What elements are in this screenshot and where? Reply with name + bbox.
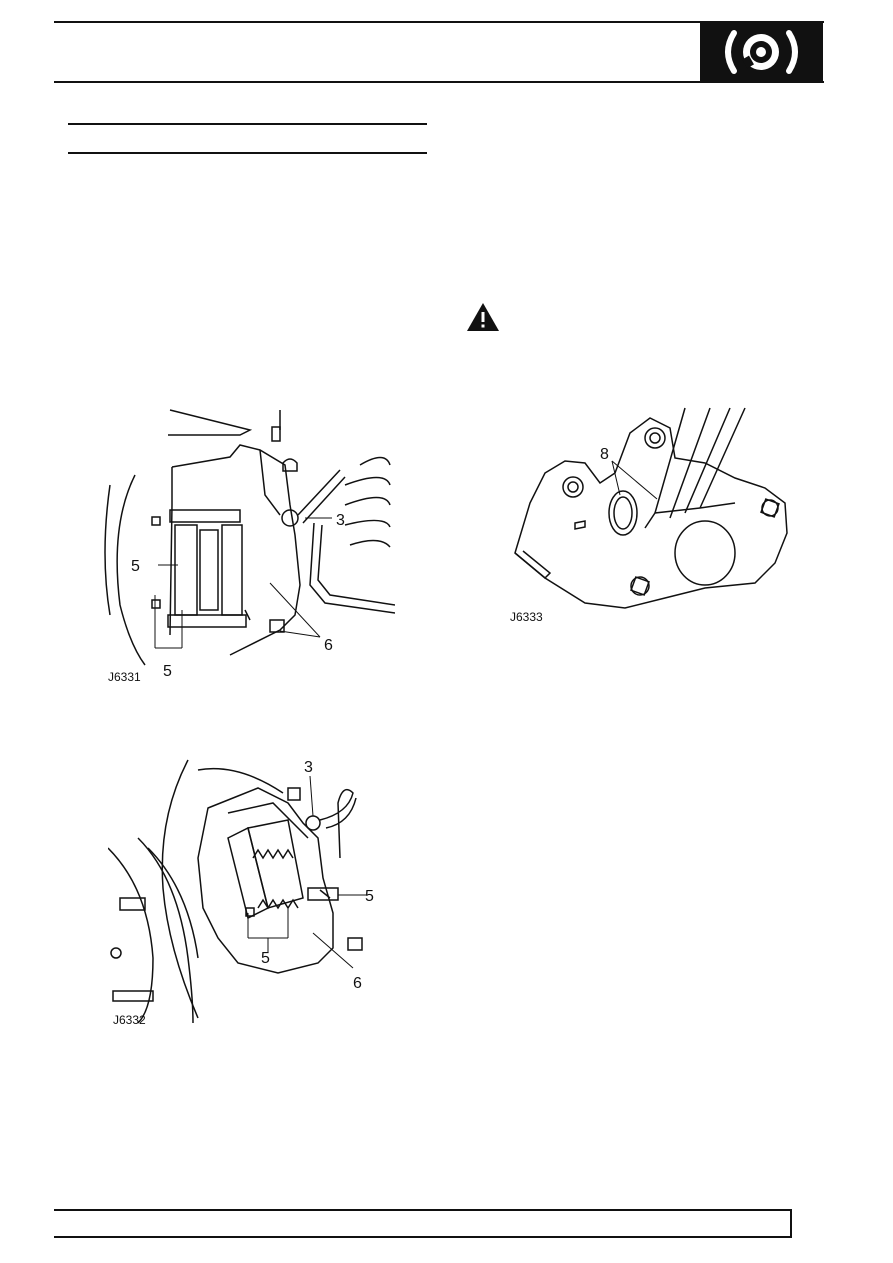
figure-caliper-front-view: 3 5 6 5 J6331 — [100, 405, 395, 690]
figure-2-callout-3: 3 — [304, 759, 313, 776]
section-title-rule-top — [68, 123, 427, 125]
figure-1-id: J6331 — [108, 670, 141, 684]
figure-1-callout-5-top: 5 — [131, 558, 140, 575]
brake-disc-icon — [700, 21, 823, 83]
section-title-rule-bottom — [68, 152, 427, 154]
figure-3-id: J6333 — [510, 610, 543, 624]
figure-2-callout-5-right: 5 — [365, 888, 374, 905]
figure-3-callout-8: 8 — [600, 446, 609, 463]
figure-2-id: J6332 — [113, 1013, 146, 1027]
figure-1-callout-3: 3 — [336, 512, 345, 529]
figure-2-callout-5-bottom: 5 — [261, 950, 270, 967]
figure-2-callout-6: 6 — [353, 975, 362, 992]
figure-1-callout-5-bottom: 5 — [163, 663, 172, 680]
header-top-rule — [54, 21, 824, 23]
header-bottom-rule — [54, 81, 824, 83]
warning-triangle-icon — [466, 302, 500, 332]
figure-caliper-installed-view: 3 5 5 6 J6332 — [108, 748, 393, 1028]
page-footer-frame — [54, 1209, 792, 1238]
figure-piston-removal: 8 J6333 — [505, 403, 795, 628]
figure-1-callout-6: 6 — [324, 637, 333, 654]
